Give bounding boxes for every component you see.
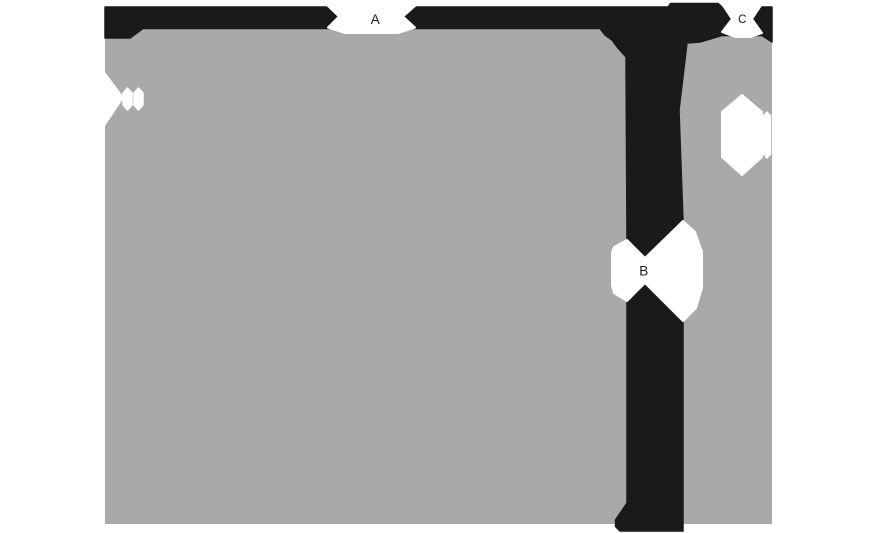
dam-segment-icon [122, 87, 133, 111]
dam-icon-east [762, 111, 772, 159]
label-a: A [371, 12, 381, 27]
reservoir-icon-east [721, 94, 763, 176]
dam-icon-west [122, 87, 144, 111]
callout-a [327, 5, 416, 34]
edge-notch-west [105, 72, 124, 126]
label-b: B [639, 264, 649, 279]
dam-segment-icon [133, 87, 144, 111]
callout-b [611, 220, 703, 322]
label-c: C [738, 14, 747, 26]
callout-c [721, 3, 763, 38]
